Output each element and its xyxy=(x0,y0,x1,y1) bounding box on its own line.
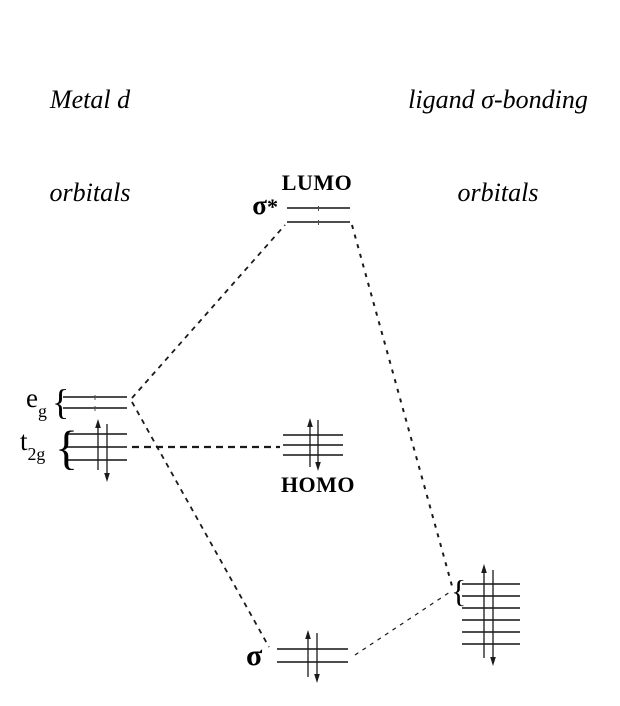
t2g-base: t xyxy=(20,426,28,456)
homo-level xyxy=(283,418,343,471)
lumo-label: LUMO xyxy=(281,170,353,195)
eg-label: eg xyxy=(26,383,47,420)
electron-up-arrowhead xyxy=(305,630,311,639)
sigma-star-base: σ xyxy=(252,190,267,220)
ligand-brace: { xyxy=(451,573,466,609)
sigma-star-asterisk: * xyxy=(266,194,278,219)
ligand-orbitals-title: ligand σ-bonding orbitals xyxy=(392,22,604,270)
electron-up-arrowhead xyxy=(307,418,313,427)
connector-sigma-to-ligand xyxy=(354,591,451,656)
t2g-label: t2g xyxy=(20,426,45,463)
electron-down-arrowhead xyxy=(490,657,496,666)
ligand-orbital-stack xyxy=(462,564,520,666)
metal-t2g-level xyxy=(66,419,127,482)
connector-eg-to-sigma-star xyxy=(131,224,286,399)
electron-down-arrowhead xyxy=(315,462,321,471)
t2g-subscript: 2g xyxy=(27,443,46,464)
sigma-star-level xyxy=(287,206,350,225)
sigma-label: σ xyxy=(246,639,263,672)
metal-eg-level xyxy=(63,395,127,411)
metal-title-line1: Metal d xyxy=(49,85,131,114)
homo-label: HOMO xyxy=(280,472,356,497)
connector-sigma-star-to-ligand xyxy=(351,224,453,587)
sigma-star-label: σ* xyxy=(240,192,278,220)
electron-up-arrowhead xyxy=(481,564,487,573)
electron-down-arrowhead xyxy=(314,674,320,683)
ligand-title-line1: ligand σ-bonding xyxy=(408,85,588,114)
electron-down-arrowhead xyxy=(104,473,110,482)
ligand-title-line2: orbitals xyxy=(457,178,539,207)
sigma-level xyxy=(277,630,348,683)
t2g-brace: { xyxy=(55,422,78,475)
metal-title-line2: orbitals xyxy=(49,178,131,207)
metal-orbitals-title: Metal d orbitals xyxy=(40,22,140,270)
eg-subscript: g xyxy=(37,400,47,421)
eg-base: e xyxy=(26,383,38,413)
electron-up-arrowhead xyxy=(95,419,101,428)
eg-brace: { xyxy=(52,382,69,422)
connector-eg-to-sigma xyxy=(131,401,270,648)
